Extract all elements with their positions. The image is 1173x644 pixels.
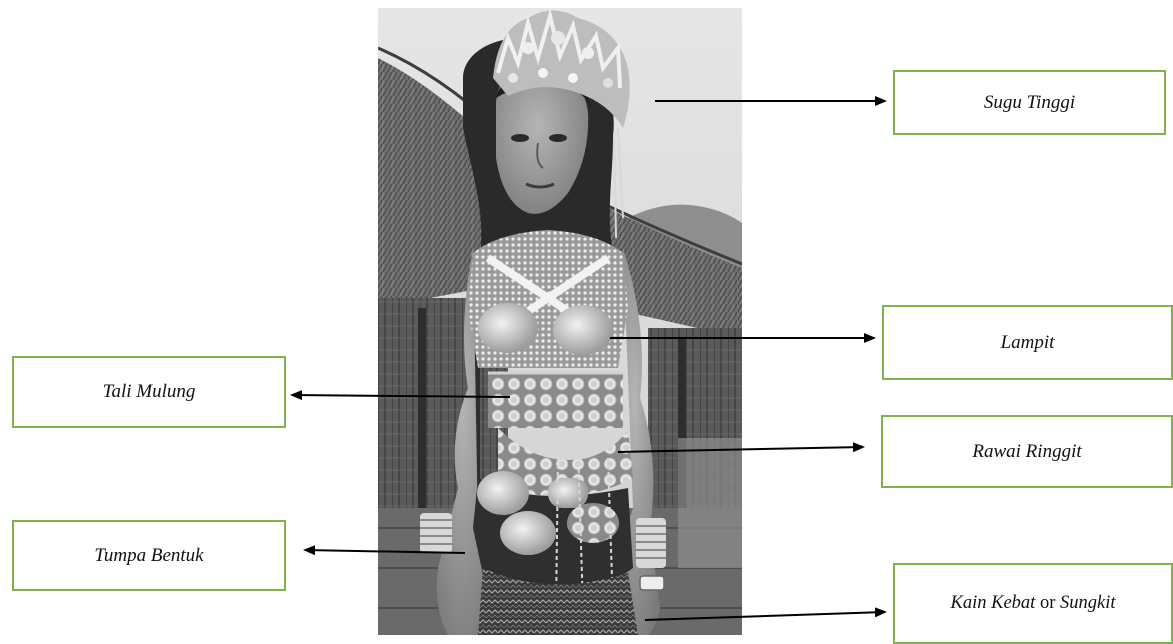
label-sugu-tinggi: Sugu Tinggi xyxy=(893,70,1166,135)
label-sugu-tinggi-text: Sugu Tinggi xyxy=(984,92,1075,114)
label-lampit: Lampit xyxy=(882,305,1173,380)
label-tali-mulung-text: Tali Mulung xyxy=(103,381,196,403)
label-tumpa-bentuk-text: Tumpa Bentuk xyxy=(94,545,203,567)
label-kain-kebat: Kain Kebat or Sungkit xyxy=(893,563,1173,644)
label-sungkit-text: Sungkit xyxy=(1060,593,1116,614)
label-lampit-text: Lampit xyxy=(1001,332,1055,354)
traditional-costume-photo xyxy=(378,8,742,635)
label-tumpa-bentuk: Tumpa Bentuk xyxy=(12,520,286,591)
label-tali-mulung: Tali Mulung xyxy=(12,356,286,428)
label-or-text: or xyxy=(1040,593,1055,614)
label-kain-kebat-text: Kain Kebat xyxy=(951,593,1036,614)
label-rawai-ringgit-text: Rawai Ringgit xyxy=(972,441,1081,463)
label-rawai-ringgit: Rawai Ringgit xyxy=(881,415,1173,488)
